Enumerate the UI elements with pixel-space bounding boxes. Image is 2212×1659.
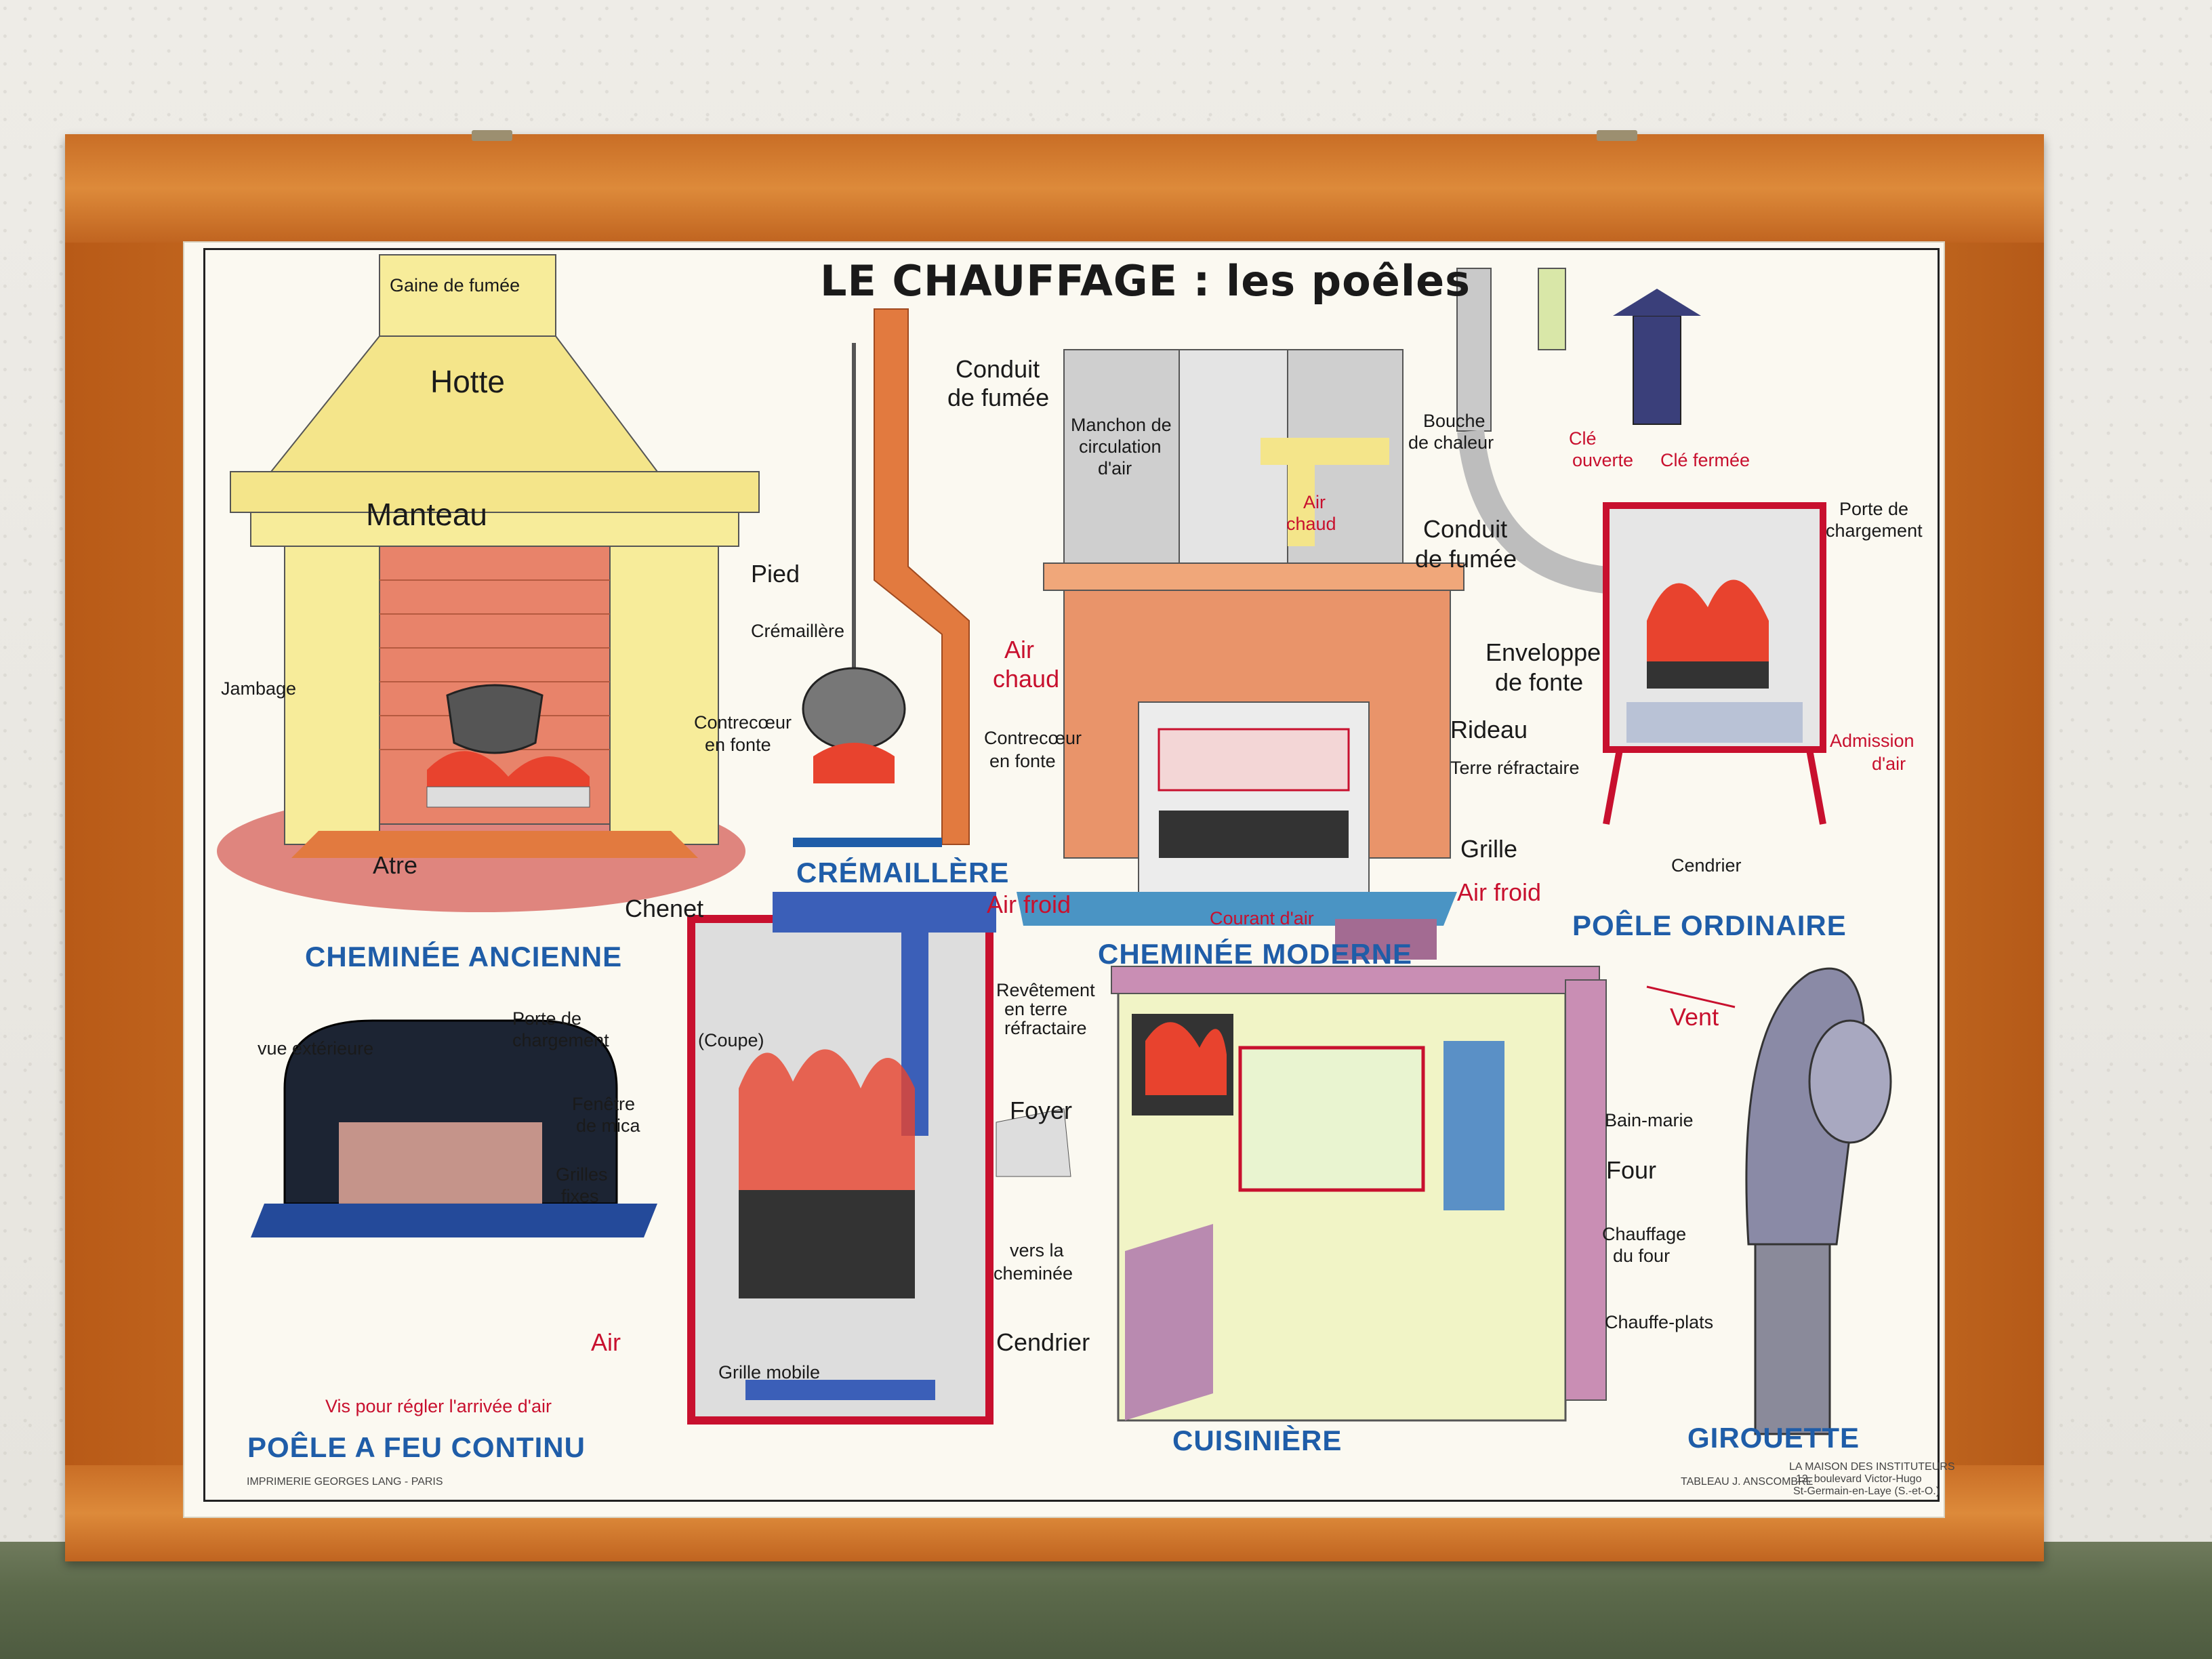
label-manchon-3: d'air — [1098, 458, 1132, 478]
label-air-froid-right: Air froid — [1457, 878, 1542, 906]
old-fireplace-drawing — [217, 254, 760, 912]
label-vis: Vis pour régler l'arrivée d'air — [325, 1396, 552, 1416]
label-fenetre-1: Fenêtre — [572, 1094, 636, 1114]
section-title-cooking-range: CUISINIÈRE — [1172, 1425, 1343, 1456]
label-admission-1: Admission — [1830, 731, 1914, 751]
poster-illustrations — [217, 254, 1892, 1435]
label-air-chaud-midb: chaud — [1286, 514, 1336, 534]
label-air: Air — [591, 1328, 621, 1356]
label-revetement-2: en terre — [1004, 999, 1068, 1019]
label-bouche-1: Bouche — [1423, 411, 1486, 431]
label-air-chaud-mid: Air — [1303, 492, 1326, 512]
label-admission-2: d'air — [1872, 754, 1906, 774]
label-air-chaud-leftb: chaud — [993, 665, 1060, 693]
continuous-stove-drawing — [251, 1019, 657, 1237]
label-contrecoeur-2: Contrecœur — [984, 728, 1082, 748]
pot-hook-drawing — [793, 308, 970, 847]
label-cendrier-2: Cendrier — [996, 1328, 1090, 1356]
label-courant: Courant d'air — [1210, 908, 1314, 928]
label-chauffage-2: du four — [1613, 1246, 1671, 1266]
credit-publisher-1: LA MAISON DES INSTITUTEURS — [1789, 1461, 1955, 1473]
label-coupe: (Coupe) — [698, 1030, 764, 1050]
label-foyer: Foyer — [1010, 1097, 1073, 1124]
cooking-range-drawing — [1111, 919, 1607, 1422]
label-vers-1: vers la — [1010, 1240, 1064, 1261]
label-manchon-1: Manchon de — [1071, 415, 1172, 435]
label-conduit-1b: de fumée — [947, 384, 1050, 411]
label-cle-ouverte-2: ouverte — [1572, 450, 1634, 470]
label-contrecoeur-2b: en fonte — [989, 751, 1056, 771]
credit-publisher-2: 13, boulevard Victor-Hugo — [1796, 1473, 1922, 1485]
label-contrecoeur-1: Contrecœur — [694, 712, 792, 733]
label-vue-exterieure: vue extérieure — [258, 1038, 374, 1059]
label-enveloppe-2: de fonte — [1495, 668, 1584, 696]
label-vent: Vent — [1670, 1003, 1719, 1031]
label-grille-mobile: Grille mobile — [718, 1362, 821, 1382]
section-title-continuous-stove: POÊLE A FEU CONTINU — [247, 1431, 586, 1463]
label-gaine: Gaine de fumée — [390, 275, 520, 295]
section-title-old-fireplace: CHEMINÉE ANCIENNE — [305, 941, 623, 972]
label-hotte: Hotte — [430, 364, 505, 399]
stove-cross-section-drawing — [687, 892, 1071, 1425]
poster-title: LE CHAUFFAGE : les poêles — [819, 256, 1471, 306]
label-manteau: Manteau — [366, 497, 488, 532]
label-vers-2: cheminée — [994, 1263, 1073, 1284]
label-chauffe-plats: Chauffe-plats — [1605, 1312, 1714, 1332]
section-title-pot-hook: CRÉMAILLÈRE — [796, 857, 1010, 888]
label-jambage: Jambage — [221, 678, 297, 699]
label-air-chaud-left: Air — [1004, 636, 1034, 663]
label-manchon-2: circulation — [1079, 436, 1162, 457]
label-atre: Atre — [373, 851, 418, 879]
label-porte-charg-3: Porte de — [512, 1008, 582, 1029]
wind-cowl-drawing — [1646, 967, 1892, 1435]
label-chauffage-1: Chauffage — [1602, 1224, 1687, 1244]
section-title-wind-cowl: GIROUETTE — [1687, 1422, 1860, 1454]
label-conduit-2: Conduit — [1423, 515, 1508, 543]
label-air-froid-left: Air froid — [987, 890, 1071, 918]
label-contrecoeur-1b: en fonte — [705, 735, 771, 755]
ordinary-stove-drawing — [1456, 268, 1826, 825]
label-rideau: Rideau — [1450, 716, 1528, 743]
credit-table: TABLEAU J. ANSCOMBRE — [1681, 1476, 1814, 1488]
label-chenet: Chenet — [625, 895, 704, 922]
label-conduit-2b: de fumée — [1415, 545, 1517, 573]
label-cendrier-1: Cendrier — [1671, 855, 1742, 876]
frame-top-rail — [65, 130, 2044, 243]
hanging-clip-left — [472, 130, 512, 141]
label-cle-fermee: Clé fermée — [1660, 450, 1750, 470]
label-porte-charg-1: Porte de — [1839, 499, 1909, 519]
modern-fireplace-drawing — [1017, 349, 1465, 926]
label-grilles-1: Grilles — [556, 1164, 608, 1185]
credit-printer: IMPRIMERIE GEORGES LANG - PARIS — [247, 1476, 443, 1488]
label-bain-marie: Bain-marie — [1605, 1110, 1694, 1130]
label-cle-ouverte-1: Clé — [1569, 428, 1597, 449]
label-porte-charg-4: chargement — [512, 1030, 609, 1050]
label-porte-charg-2: chargement — [1826, 520, 1923, 541]
label-pied: Pied — [751, 560, 800, 588]
label-bouche-2: de chaleur — [1408, 432, 1494, 453]
label-conduit-1: Conduit — [956, 355, 1040, 383]
label-revetement-3: réfractaire — [1004, 1018, 1087, 1038]
label-cremaillere-small: Crémaillère — [751, 621, 845, 641]
label-terre: Terre réfractaire — [1450, 758, 1580, 778]
heating-poster: LE CHAUFFAGE : les poêles CHEMINÉE ANCIE… — [183, 241, 1954, 1518]
label-fenetre-2: de mica — [576, 1115, 640, 1136]
section-title-modern-fireplace: CHEMINÉE MODERNE — [1098, 938, 1413, 970]
label-grille: Grille — [1460, 835, 1518, 863]
credit-publisher-3: St-Germain-en-Laye (S.-et-O.) — [1793, 1486, 1940, 1497]
label-enveloppe-1: Enveloppe — [1486, 638, 1601, 666]
poster-border — [203, 248, 1940, 1502]
label-four: Four — [1606, 1156, 1657, 1184]
hanging-clip-right — [1597, 130, 1637, 141]
section-title-ordinary-stove: POÊLE ORDINAIRE — [1572, 909, 1847, 941]
label-grilles-2: fixes — [561, 1186, 599, 1206]
label-revetement-1: Revêtement — [996, 980, 1095, 1000]
